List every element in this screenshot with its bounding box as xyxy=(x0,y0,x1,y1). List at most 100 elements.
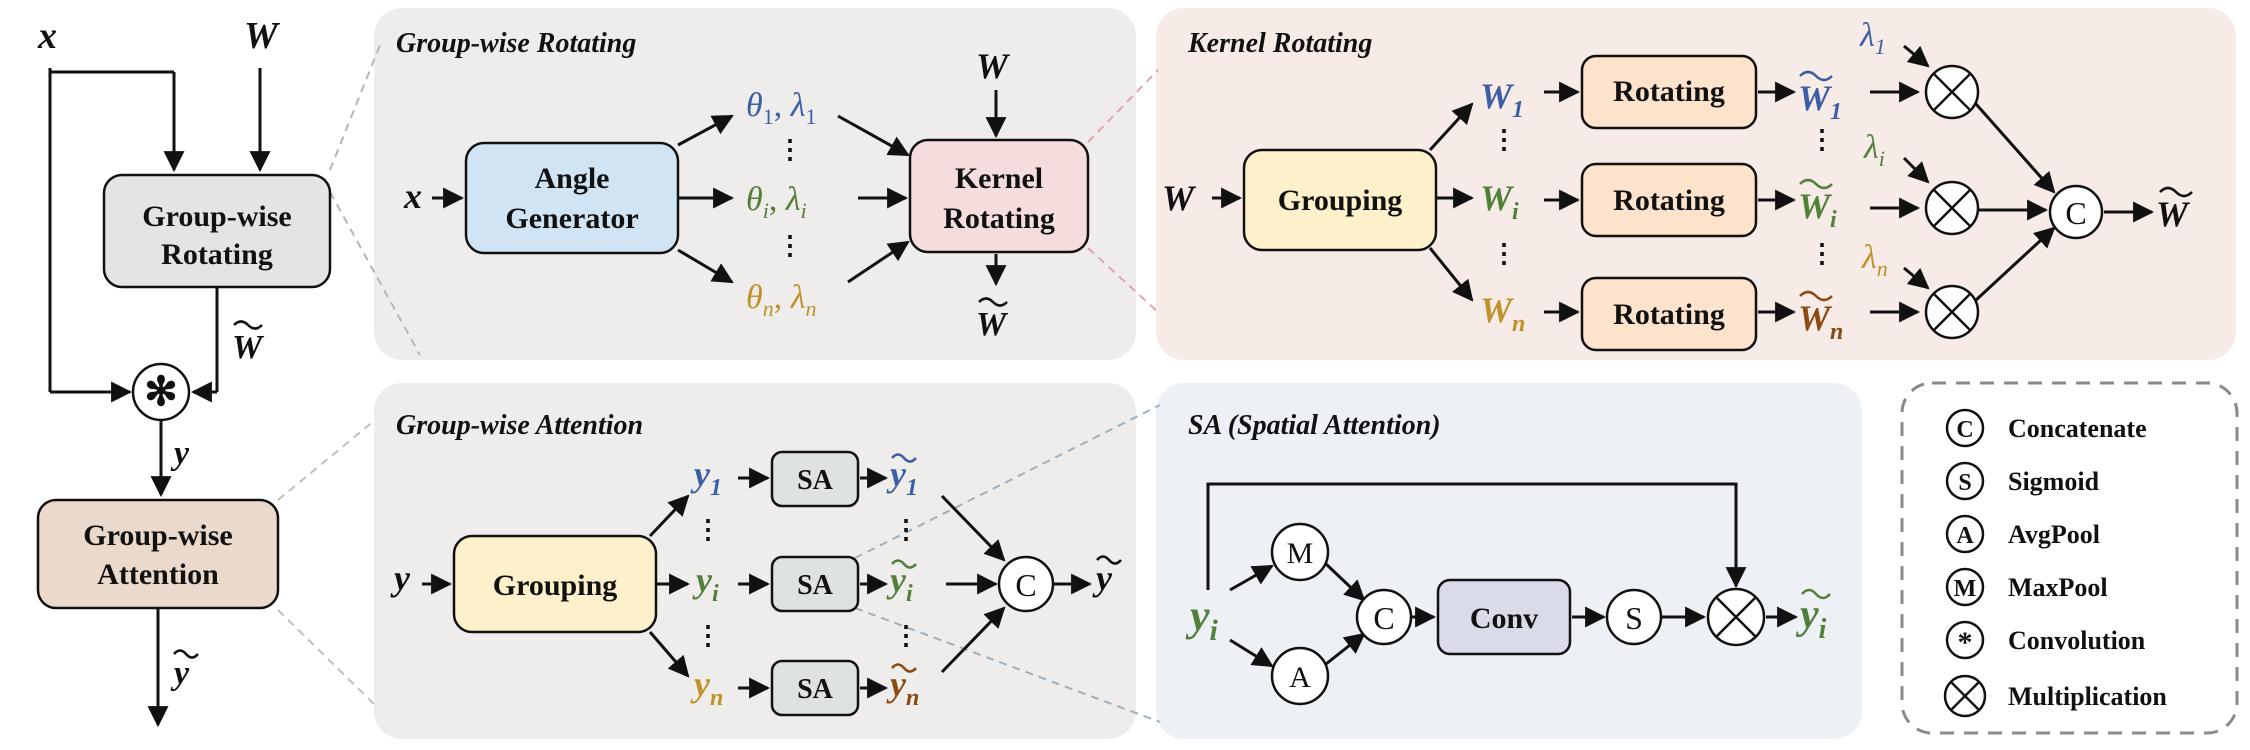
kr-concat-op xyxy=(2048,184,2104,240)
kr-grouping-box xyxy=(1242,148,1438,252)
theta-n-label: θn, λn xyxy=(746,279,816,321)
sa-label-i: SA xyxy=(797,570,834,601)
spatial-attention-panel: SA (Spatial Attention) yi M A C Conv S y… xyxy=(1185,410,1831,706)
pipeline-W-label: W xyxy=(244,15,281,57)
kr-Wn: Wn xyxy=(1480,290,1525,337)
rotating-label-n: Rotating xyxy=(1613,298,1725,331)
avgpool-op xyxy=(1270,646,1330,706)
tilde-mark xyxy=(173,649,199,659)
maxpool-symbol: M xyxy=(1287,537,1314,570)
rotating-label-i: Rotating xyxy=(1613,184,1725,217)
tilde-mark xyxy=(1799,290,1833,302)
tilde-mark xyxy=(1801,588,1831,600)
legend-item-multiplication: Multiplication xyxy=(1943,674,2167,718)
angle-generator-box xyxy=(464,141,680,255)
kr-vdots-3: ⋮ xyxy=(1809,125,1835,154)
pipeline-y-label: y xyxy=(170,435,190,472)
gwr-panel-bg xyxy=(374,8,1136,360)
tilde-mark xyxy=(1799,70,1833,82)
multiply-op-1 xyxy=(1924,64,1980,120)
legend-label: Concatenate xyxy=(2008,414,2147,443)
gwa-ytilde-n: yn xyxy=(886,664,919,711)
tilde-mark xyxy=(978,297,1008,307)
gwa-yn: yn xyxy=(690,664,723,711)
gwa-y1: y1 xyxy=(690,454,722,501)
kr-vdots-4: ⋮ xyxy=(1809,239,1835,268)
rotating-box-1 xyxy=(1580,54,1758,130)
rotating-box-i xyxy=(1580,162,1758,238)
legend-item-maxpool: M MaxPool xyxy=(1945,567,2108,607)
zoom-line xyxy=(277,609,376,706)
legend-label: Sigmoid xyxy=(2008,467,2100,496)
kr-W-tilde-output: W xyxy=(2156,194,2191,234)
zoom-line xyxy=(854,607,1161,723)
sa-panel-bg xyxy=(1156,383,1862,739)
gwa-grouping-label: Grouping xyxy=(493,569,618,602)
gwr-W-tilde-output: W xyxy=(976,306,1009,343)
legend-label: AvgPool xyxy=(2008,520,2100,549)
legend-item-sigmoid: S Sigmoid xyxy=(1945,461,2100,501)
kr-vdots-2: ⋮ xyxy=(1491,239,1517,268)
group-wise-attention-box xyxy=(36,498,280,610)
gwa-vdots-4: ⋮ xyxy=(893,621,919,650)
kr-Wtilde-1: W1 xyxy=(1798,78,1842,125)
legend-item-avgpool: A AvgPool xyxy=(1945,514,2100,554)
kr-panel-title: Kernel Rotating xyxy=(1187,28,1372,59)
kr-Wtilde-i: Wi xyxy=(1798,186,1837,233)
tilde-mark xyxy=(1096,555,1122,565)
multiply-op-n xyxy=(1924,284,1980,340)
gwa-y-input: y xyxy=(390,558,411,598)
tilde-mark xyxy=(891,559,917,569)
sa-concat-op xyxy=(1355,588,1413,646)
gwa-ytilde-i: yi xyxy=(886,560,913,607)
sa-box-i xyxy=(770,555,860,613)
pipeline-y-tilde: y xyxy=(170,655,190,692)
pipeline-x-label: x xyxy=(37,15,57,57)
legend: C Concatenate S Sigmoid A AvgPool M MaxP… xyxy=(1943,408,2167,718)
zoom-line xyxy=(329,191,421,356)
kr-lambda-n: λn xyxy=(1861,239,1888,281)
legend-label: MaxPool xyxy=(2008,573,2108,602)
legend-label: Multiplication xyxy=(2008,682,2167,711)
gwr-W-input: W xyxy=(976,46,1011,86)
group-wise-rotating-box xyxy=(102,173,332,289)
gwr-x-input: x xyxy=(403,176,422,216)
zoom-line xyxy=(277,419,376,501)
kernel-rotating-panel: Kernel Rotating W Grouping W1 ⋮ Wi ⋮ Wn … xyxy=(1162,17,2193,352)
gwa-ytilde-1: y1 xyxy=(886,454,918,501)
sa-box-1 xyxy=(770,450,860,508)
kr-W1: W1 xyxy=(1480,76,1524,123)
kr-concat-symbol: C xyxy=(2065,195,2086,231)
gwr-panel-title: Group-wise Rotating xyxy=(396,28,636,59)
gwr-box-label-line2: Rotating xyxy=(161,238,273,271)
group-wise-attention-panel: Group-wise Attention y Grouping y1 ⋮ yi … xyxy=(390,410,1122,717)
conv-label: Conv xyxy=(1470,602,1538,635)
gwa-panel-bg xyxy=(374,383,1136,739)
zoom-line xyxy=(854,404,1161,559)
legend-item-concatenate: C Concatenate xyxy=(1945,408,2147,448)
gwa-vdots-3: ⋮ xyxy=(893,515,919,544)
kernel-rotating-line1: Kernel xyxy=(955,162,1043,195)
legend-panel xyxy=(1900,381,2239,735)
rotating-box-n xyxy=(1580,276,1758,352)
kr-Wi: Wi xyxy=(1480,178,1519,225)
sa-concat-symbol: C xyxy=(1373,600,1394,636)
sa-label-1: SA xyxy=(797,465,834,496)
gwa-vdots-2: ⋮ xyxy=(695,621,721,650)
convolution-op xyxy=(131,362,191,422)
gwr-vdots-1: ⋮ xyxy=(777,135,803,164)
legend-symbol: C xyxy=(1956,417,1973,443)
skip-connection xyxy=(1206,482,1747,590)
legend-item-convolution: * Convolution xyxy=(1945,620,2146,660)
kernel-rotating-box xyxy=(908,138,1090,254)
gwa-box-label-line2: Attention xyxy=(97,558,219,591)
legend-symbol: * xyxy=(1958,626,1973,659)
gwa-concat-op xyxy=(997,555,1055,613)
tilde-mark xyxy=(891,453,917,463)
kr-W-input: W xyxy=(1162,178,1197,218)
gwa-yi: yi xyxy=(692,560,719,607)
conv-box xyxy=(1436,578,1572,656)
zoom-line xyxy=(1087,69,1159,143)
